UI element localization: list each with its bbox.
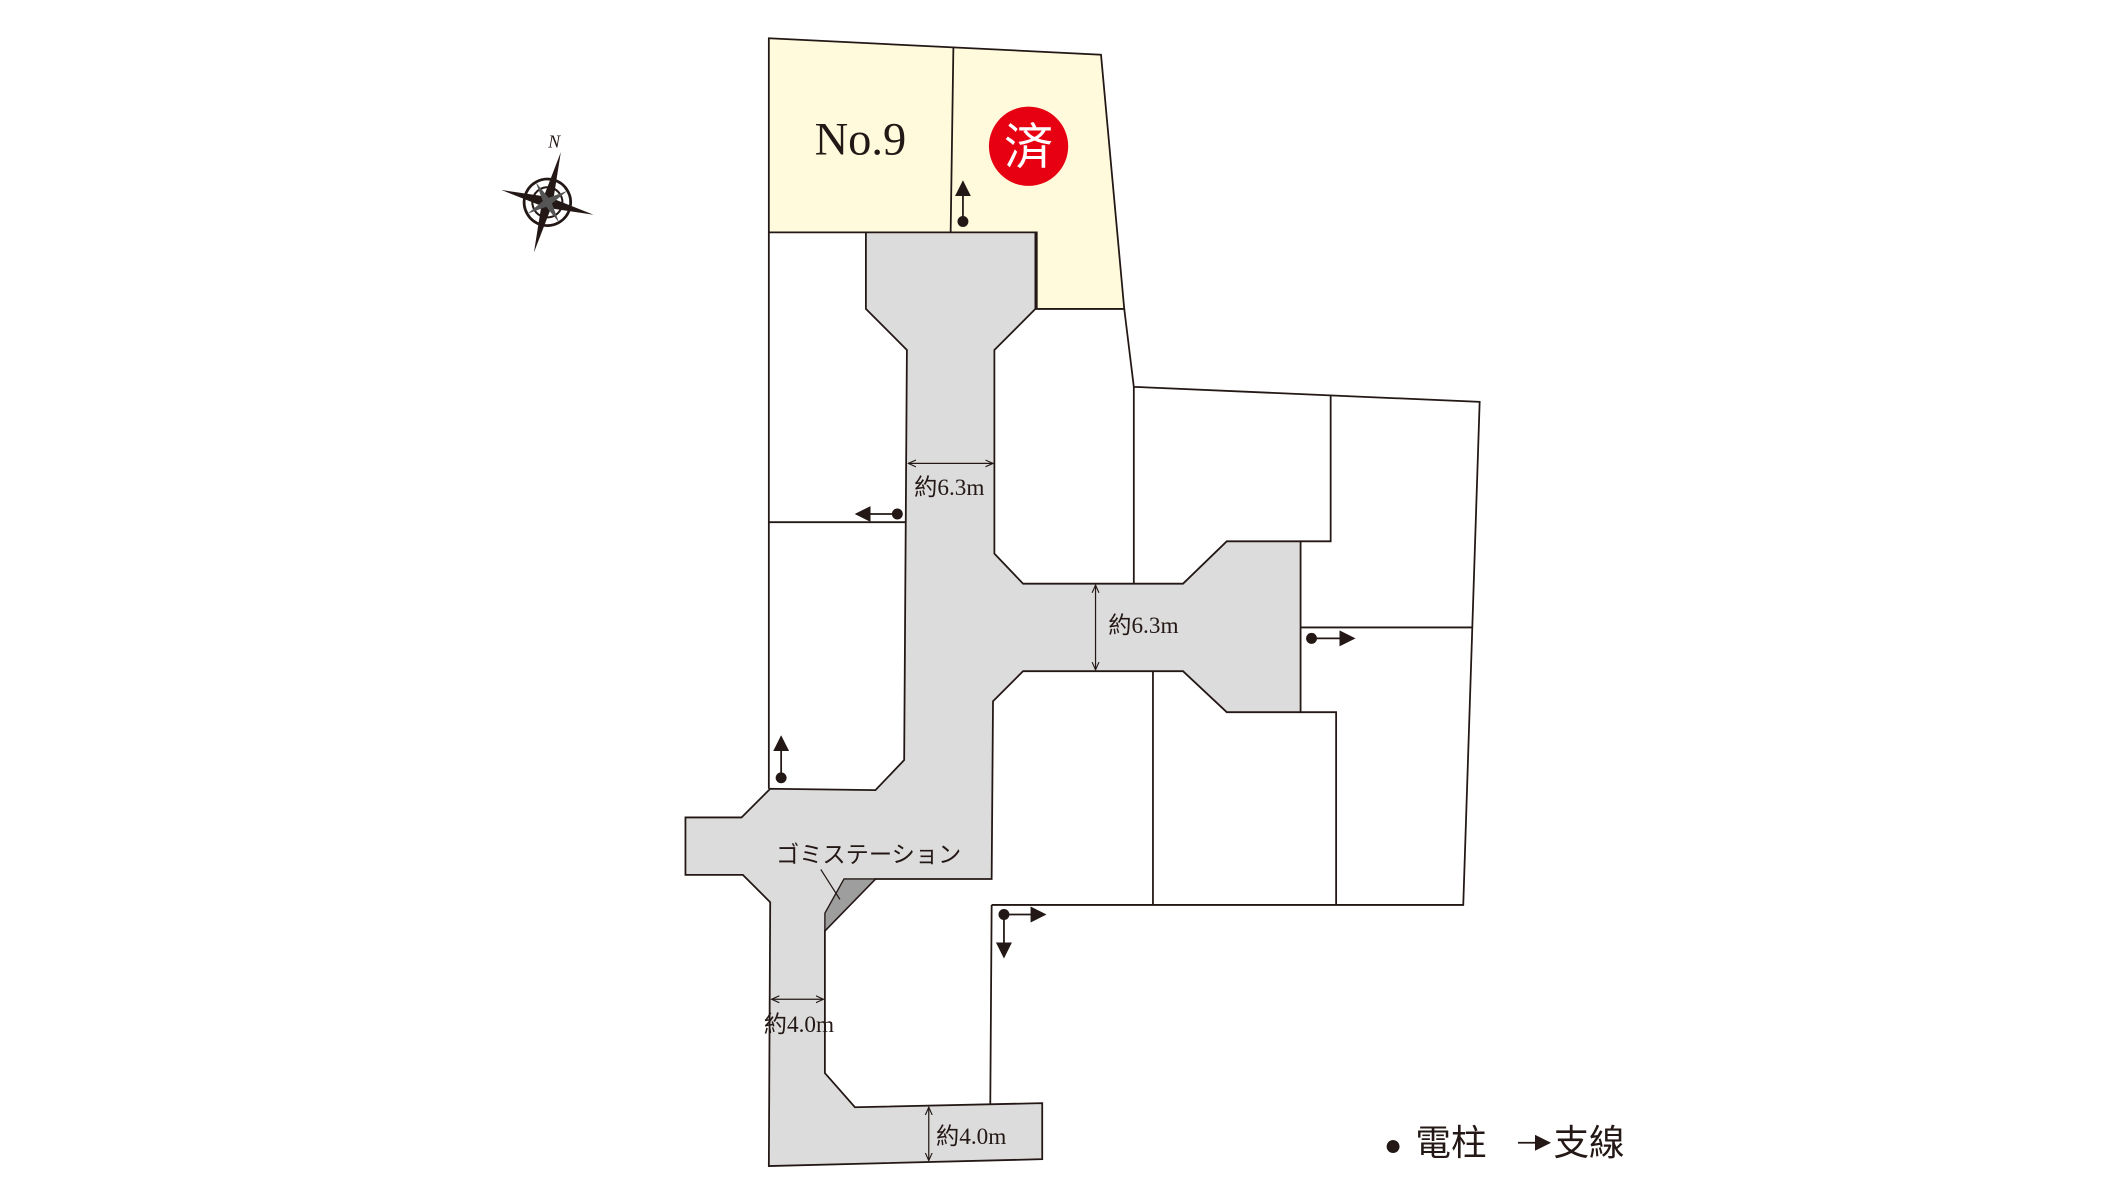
svg-text:済: 済 xyxy=(1004,120,1053,175)
legend-pole-symbol: ● xyxy=(1384,1128,1402,1162)
garbage-station-area xyxy=(824,878,878,933)
compass-north-label: N xyxy=(547,132,561,152)
legend: ● 電柱 支線 xyxy=(1384,1123,1625,1163)
legend-pole-label: 電柱 xyxy=(1415,1123,1486,1163)
garbage-station-label: ゴミステーション xyxy=(776,843,961,869)
lot-boundaries xyxy=(767,232,1481,1105)
lot-number-label: No.9 xyxy=(815,114,907,165)
dimension-label: 約4.0m xyxy=(764,1012,834,1038)
utility-pole xyxy=(995,906,1047,959)
dimension-label: 約4.0m xyxy=(936,1124,1006,1150)
compass-icon xyxy=(501,152,594,253)
legend-guy-wire-label: 支線 xyxy=(1553,1123,1624,1163)
sold-badge: 済 xyxy=(988,106,1069,186)
lot-divider xyxy=(949,47,955,233)
utility-pole xyxy=(773,735,790,784)
utility-pole xyxy=(954,180,971,227)
dimension-label: 約6.3m xyxy=(914,475,984,501)
utility-pole xyxy=(1306,630,1356,647)
dimension-label: 約6.3m xyxy=(1108,613,1178,639)
utility-pole xyxy=(854,505,903,522)
garbage-station-leader xyxy=(820,869,841,900)
